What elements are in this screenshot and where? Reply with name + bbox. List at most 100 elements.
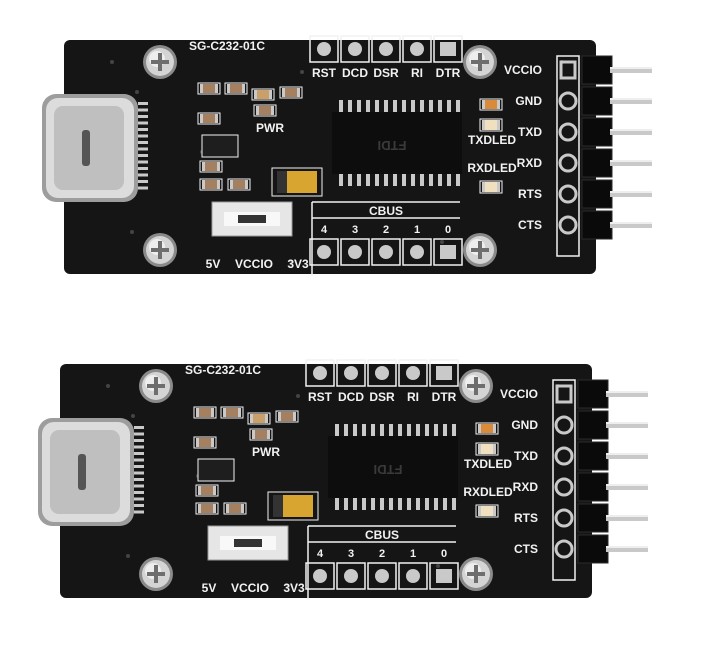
smd-component (223, 502, 247, 515)
ftdi-chip: FTDI (332, 100, 462, 186)
cbus-pin-label: 2 (383, 224, 389, 236)
smd-component (195, 502, 219, 515)
cbus-pin-label: 0 (441, 548, 447, 560)
mounting-screw (459, 557, 493, 591)
pwr-label: PWR (252, 445, 280, 459)
voltage-regulator (201, 134, 239, 158)
smd-component (253, 104, 277, 117)
tantalum-capacitor (267, 491, 319, 521)
smd-component (479, 180, 503, 194)
smd-component (220, 406, 244, 419)
top-pin-label: RST (312, 66, 337, 80)
mounting-screw (459, 369, 493, 403)
smd-component (475, 442, 499, 456)
voltage-select-switch (207, 525, 289, 561)
header-pin-label: VCCIO (504, 63, 542, 77)
smd-component (197, 112, 221, 125)
smd-component (479, 98, 503, 111)
top-pin-label: DCD (338, 390, 364, 404)
smd-component (275, 410, 299, 423)
uart-pin-header (552, 379, 648, 581)
chip-marking: FTDI (374, 462, 403, 477)
smd-component (247, 412, 271, 425)
smd-component (227, 178, 251, 191)
header-pin-label: TXD (514, 449, 538, 463)
header-pin-label: CTS (518, 218, 542, 232)
switch-label-vccio: VCCIO (231, 581, 269, 595)
header-pin-label: TXD (518, 125, 542, 139)
txd-led-label: TXDLED (464, 457, 512, 471)
smd-component (479, 118, 503, 132)
switch-label-5v: 5V (202, 581, 217, 595)
cbus-pin-label: 4 (321, 224, 328, 236)
mounting-screw (143, 45, 177, 79)
header-pin-label: CTS (514, 542, 538, 556)
top-pin-header (309, 35, 463, 63)
voltage-regulator (197, 458, 235, 482)
smd-component (279, 86, 303, 99)
cbus-pin-label: 4 (317, 548, 324, 560)
cbus-pin-label: 3 (348, 548, 354, 560)
smd-component (199, 160, 223, 173)
ftdi-chip: FTDI (328, 424, 458, 510)
rxd-led-label: RXDLED (467, 161, 517, 175)
cbus-header (305, 525, 459, 600)
cbus-pin-label: 3 (352, 224, 358, 236)
usb-c-connector (38, 418, 144, 526)
top-pin-label: DSR (373, 66, 399, 80)
pcb-body (64, 40, 596, 274)
smd-component (195, 484, 219, 497)
mounting-screw (463, 233, 497, 267)
cbus-header (309, 201, 463, 276)
smd-component (249, 428, 273, 441)
pwr-label: PWR (256, 121, 284, 135)
cbus-pin-label: 2 (379, 548, 385, 560)
smd-component (197, 82, 221, 95)
top-pin-label: DTR (432, 390, 457, 404)
top-pin-label: RI (407, 390, 419, 404)
smd-component (251, 88, 275, 101)
rxd-led-label: RXDLED (463, 485, 513, 499)
mounting-screw (139, 557, 173, 591)
switch-label-3v3: 3V3 (287, 257, 309, 271)
top-pin-label: DSR (369, 390, 395, 404)
top-pin-label: RST (308, 390, 333, 404)
top-pin-label: DCD (342, 66, 368, 80)
smd-component (224, 82, 248, 95)
cbus-title: CBUS (369, 204, 403, 218)
header-pin-label: RTS (518, 187, 542, 201)
chip-marking: FTDI (378, 138, 407, 153)
usb-c-connector (42, 94, 148, 202)
pcb-body (60, 364, 592, 598)
switch-label-3v3: 3V3 (283, 581, 305, 595)
top-pin-label: RI (411, 66, 423, 80)
header-pin-label: RTS (514, 511, 538, 525)
smd-component (193, 436, 217, 449)
txd-led-label: TXDLED (468, 133, 516, 147)
header-pin-label: GND (511, 418, 538, 432)
mounting-screw (143, 233, 177, 267)
smd-component (475, 422, 499, 435)
cbus-pin-label: 1 (414, 224, 420, 236)
switch-label-5v: 5V (206, 257, 221, 271)
header-pin-label: VCCIO (500, 387, 538, 401)
top-pin-header (305, 359, 459, 387)
voltage-select-switch (211, 201, 293, 237)
top-pin-label: DTR (436, 66, 461, 80)
cbus-pin-label: 0 (445, 224, 451, 236)
smd-component (199, 178, 223, 191)
switch-label-vccio: VCCIO (235, 257, 273, 271)
smd-component (475, 504, 499, 518)
mounting-screw (463, 45, 497, 79)
header-pin-label: RXD (513, 480, 539, 494)
board-model-label: SG-C232-01C (185, 363, 261, 377)
smd-component (193, 406, 217, 419)
header-pin-label: GND (515, 94, 542, 108)
header-pin-label: RXD (517, 156, 543, 170)
tantalum-capacitor (271, 167, 323, 197)
mounting-screw (139, 369, 173, 403)
board-model-label: SG-C232-01C (189, 39, 265, 53)
cbus-pin-label: 1 (410, 548, 416, 560)
